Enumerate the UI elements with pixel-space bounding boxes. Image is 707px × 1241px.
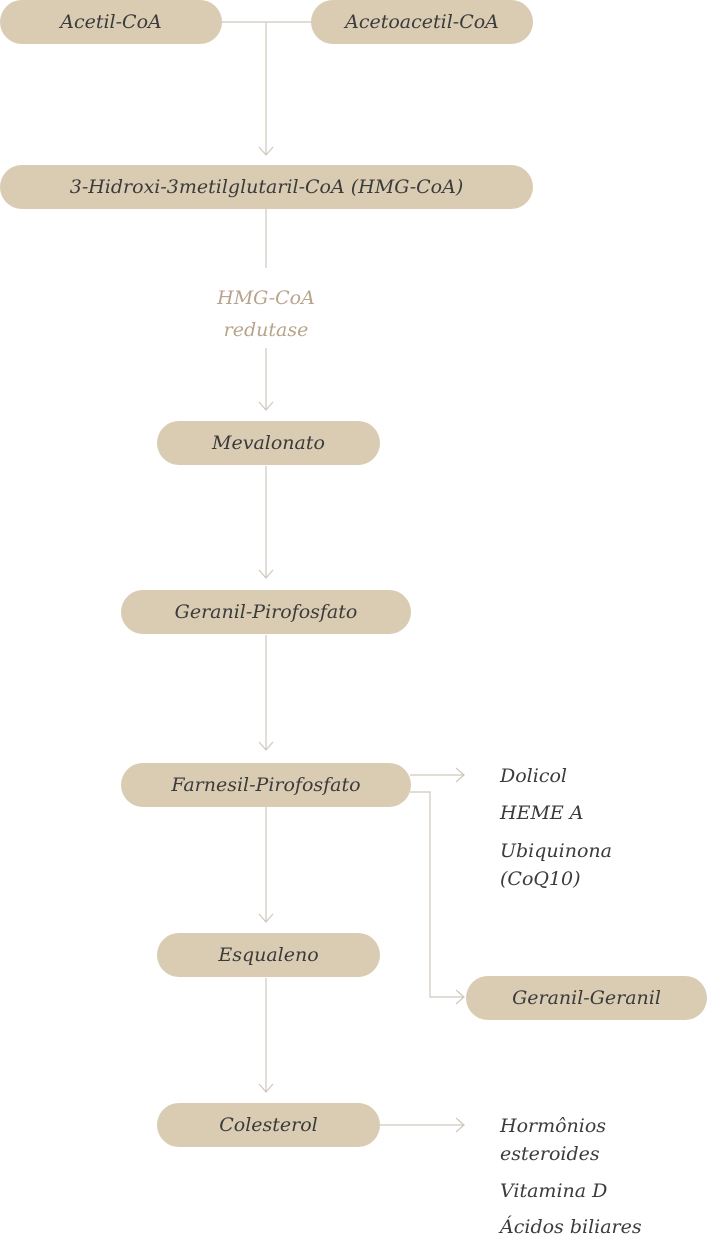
node-farnesil-pirofosfato: Farnesil-Pirofosfato: [121, 763, 411, 807]
node-hmg-coa: 3-Hidroxi-3metilglutaril-CoA (HMG-CoA): [0, 165, 533, 209]
product-esteroides: esteroides: [500, 1143, 600, 1165]
arrowhead: [258, 569, 274, 579]
product-dolicol: Dolicol: [500, 765, 567, 787]
enzyme-label: HMG-CoA redutase: [186, 282, 346, 346]
product-acidos-biliares: Ácidos biliares: [500, 1216, 642, 1238]
product-hormonios: Hormônios: [500, 1115, 607, 1137]
arrowhead: [258, 913, 274, 923]
product-vitamina-d: Vitamina D: [500, 1180, 608, 1202]
enzyme-line1: HMG-CoA: [217, 287, 315, 309]
node-geranil-pirofosfato: Geranil-Pirofosfato: [121, 590, 411, 634]
arrowhead: [258, 146, 274, 156]
arrowhead: [258, 741, 274, 751]
arrowhead: [455, 1117, 465, 1133]
node-geranil-geranil: Geranil-Geranil: [466, 976, 707, 1020]
node-acetil-coa: Acetil-CoA: [0, 0, 222, 44]
node-acetoacetil-coa: Acetoacetil-CoA: [311, 0, 533, 44]
node-mevalonato: Mevalonato: [157, 421, 380, 465]
product-ubiquinona: Ubiquinona: [500, 840, 612, 862]
arrowhead: [455, 989, 465, 1005]
connector-to-geranil-geranil: [410, 791, 464, 998]
product-coq10: (CoQ10): [500, 868, 581, 890]
arrowhead: [258, 401, 274, 411]
arrowhead: [455, 767, 465, 783]
arrowhead: [258, 1083, 274, 1093]
node-colesterol: Colesterol: [157, 1103, 380, 1147]
enzyme-line2: redutase: [223, 319, 309, 341]
node-esqualeno: Esqualeno: [157, 933, 380, 977]
product-heme-a: HEME A: [500, 802, 584, 824]
